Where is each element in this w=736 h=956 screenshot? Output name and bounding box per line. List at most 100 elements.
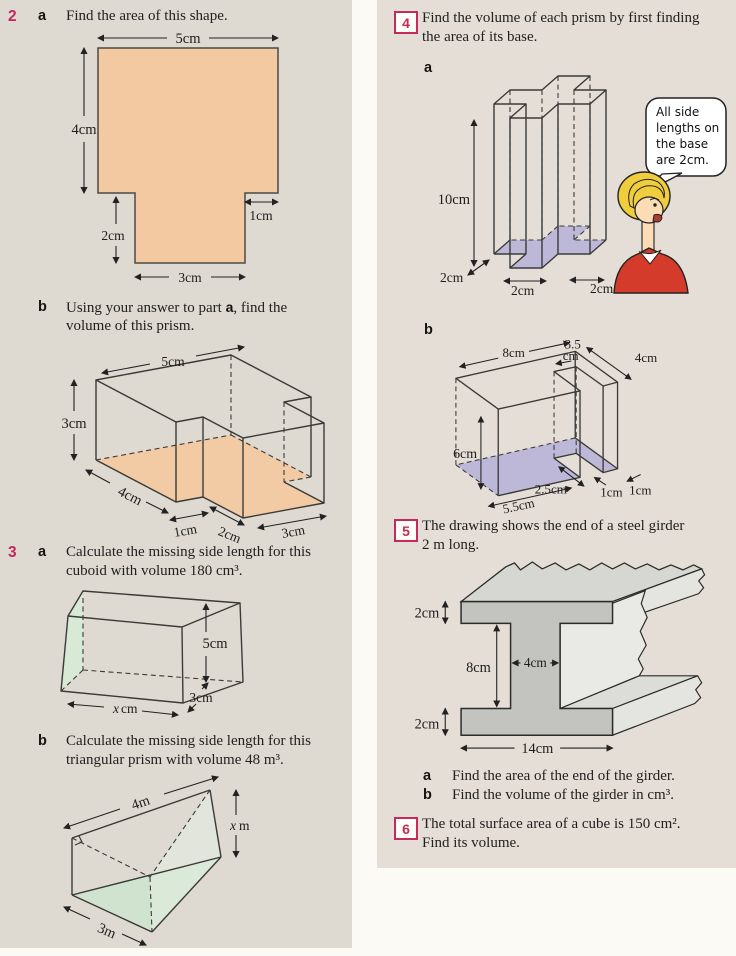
dim-5-top-flange: 2cm bbox=[415, 600, 449, 625]
question-4-text-line2: the area of its base. bbox=[422, 29, 538, 45]
woman-fringe bbox=[628, 178, 665, 209]
notched-top-face bbox=[455, 350, 619, 410]
question-2a-text: Find the area of this shape. bbox=[66, 8, 228, 24]
svg-text:2cm: 2cm bbox=[415, 605, 440, 621]
dim-4b-notch-width: 3.5 cm bbox=[554, 336, 581, 367]
bubble-line-4: are 2cm. bbox=[656, 153, 709, 167]
cartoon-woman bbox=[613, 171, 689, 294]
question-5a-text: Find the area of the end of the girder. bbox=[452, 768, 675, 784]
question-6-text-line2: Find its volume. bbox=[422, 835, 520, 851]
notched-base-shaded bbox=[455, 437, 618, 496]
svg-text:1cm: 1cm bbox=[249, 208, 273, 223]
dim-3a-height: 5cm bbox=[202, 602, 229, 684]
cuboid-edges bbox=[60, 590, 244, 704]
question-5-text-line1: The drawing shows the end of a steel gir… bbox=[422, 518, 685, 534]
dim-4b-one-inner: 1cm bbox=[593, 476, 623, 500]
svg-text:10cm: 10cm bbox=[438, 192, 471, 208]
question-6-text-line1: The total surface area of a cube is 150 … bbox=[422, 816, 681, 832]
svg-text:6cm: 6cm bbox=[453, 447, 477, 462]
diagram-2b-prism: 5cm 3cm 4cm 1cm 2cm 3cm bbox=[62, 344, 328, 546]
dim-3b-base: 3m bbox=[63, 906, 147, 946]
svg-text:x: x bbox=[112, 701, 119, 716]
svg-text:2cm: 2cm bbox=[101, 228, 125, 243]
t-shape-outline bbox=[97, 47, 279, 264]
question-4-text-line1: Find the volume of each prism by first f… bbox=[422, 10, 700, 26]
dim-4b-mid: 2.5cm bbox=[535, 466, 585, 497]
svg-text:2cm: 2cm bbox=[415, 716, 440, 732]
bubble-line-1: All side bbox=[656, 105, 699, 119]
question-5-number: 5 bbox=[402, 522, 410, 539]
prism-edges bbox=[71, 789, 222, 933]
svg-text:3cm: 3cm bbox=[178, 270, 202, 285]
diagram-3b-triangular-prism: 4m x m 3m bbox=[62, 775, 250, 946]
svg-text:1cm: 1cm bbox=[629, 483, 651, 498]
woman-eye bbox=[653, 203, 657, 207]
question-5-number-box: 5 bbox=[394, 519, 418, 542]
dim-4b-one-outer: 1cm bbox=[626, 474, 651, 498]
dim-2a-lower: 2cm bbox=[101, 195, 125, 265]
svg-text:4m: 4m bbox=[129, 792, 152, 813]
svg-text:2.5cm: 2.5cm bbox=[535, 482, 567, 497]
right-angle-mark bbox=[74, 835, 83, 846]
svg-text:5.5cm: 5.5cm bbox=[501, 495, 535, 516]
prism-base-shaded bbox=[96, 435, 324, 518]
q2b-text-1: Using your answer to part bbox=[66, 300, 226, 316]
prism-hidden-edges bbox=[95, 355, 312, 483]
q2b-text-bold-a: a bbox=[225, 299, 234, 315]
dim-3b-height: x m bbox=[229, 788, 250, 859]
dim-4a-d1: 2cm bbox=[440, 259, 490, 285]
question-3a-text-line1: Calculate the missing side length for th… bbox=[66, 544, 311, 560]
dim-2b-b3: 3cm bbox=[256, 513, 328, 541]
woman-mouth bbox=[652, 213, 663, 223]
girder-bottom-flange-side bbox=[611, 675, 703, 737]
question-4b-label: b bbox=[424, 322, 433, 338]
svg-text:14cm: 14cm bbox=[521, 741, 553, 757]
question-3a-text-line2: cuboid with volume 180 cm³. bbox=[66, 563, 243, 579]
question-4a-label: a bbox=[424, 60, 433, 76]
bubble-line-3: the base bbox=[656, 137, 708, 151]
prism-light-face bbox=[150, 790, 221, 932]
svg-text:3cm: 3cm bbox=[189, 690, 213, 705]
svg-text:cm: cm bbox=[121, 701, 138, 716]
notched-vertical-edges bbox=[497, 351, 619, 496]
cross-hidden-edges bbox=[509, 76, 606, 241]
dim-4a-height: 10cm bbox=[438, 118, 478, 268]
dim-4a-d3: 2cm bbox=[568, 276, 614, 296]
diagram-4a-cross-prism: 10cm 2cm 2cm 2cm All side lengths on the… bbox=[438, 75, 727, 298]
cuboid-hidden-edges bbox=[60, 598, 244, 692]
dim-2a-top: 5cm bbox=[96, 31, 280, 47]
question-3b-text-line1: Calculate the missing side length for th… bbox=[66, 733, 311, 749]
question-2a-label: a bbox=[38, 8, 47, 24]
question-4-number-box: 4 bbox=[394, 11, 418, 34]
q2b-text-2: , find the bbox=[233, 300, 288, 316]
prism-vertical-edges bbox=[95, 380, 325, 518]
svg-text:x: x bbox=[229, 818, 236, 833]
question-3b-label: b bbox=[38, 733, 47, 749]
dim-2a-left: 4cm bbox=[72, 46, 97, 195]
question-6-number-box: 6 bbox=[394, 817, 418, 840]
svg-text:8cm: 8cm bbox=[466, 660, 491, 676]
question-2b-text-line2: volume of this prism. bbox=[66, 318, 195, 334]
question-3-number: 3 bbox=[8, 544, 17, 561]
woman-collar bbox=[638, 249, 662, 265]
girder-top-face bbox=[459, 561, 704, 603]
dim-4a-d2: 2cm bbox=[502, 277, 548, 298]
svg-text:4cm: 4cm bbox=[635, 350, 657, 365]
dim-4b-depth: 4cm bbox=[585, 346, 657, 380]
svg-text:4cm: 4cm bbox=[524, 655, 548, 670]
dim-3b-length: 4m bbox=[62, 775, 220, 830]
girder-front-face bbox=[460, 600, 614, 736]
dim-4b-height: 6cm bbox=[453, 415, 485, 490]
diagram-5-girder: 2cm 8cm 4cm 2cm 14cm bbox=[415, 561, 706, 757]
dim-4b-top: 8cm bbox=[458, 340, 571, 369]
question-3b-text-line2: triangular prism with volume 48 m³. bbox=[66, 752, 284, 768]
svg-text:3.5: 3.5 bbox=[565, 336, 581, 351]
svg-text:5cm: 5cm bbox=[176, 31, 202, 47]
svg-text:5cm: 5cm bbox=[161, 354, 185, 369]
svg-text:5cm: 5cm bbox=[203, 636, 229, 652]
cross-base-front-edges bbox=[493, 239, 607, 269]
svg-text:cm: cm bbox=[563, 348, 579, 363]
dim-5-width: 14cm bbox=[460, 741, 614, 757]
question-6-number: 6 bbox=[402, 820, 410, 837]
svg-text:m: m bbox=[239, 818, 250, 833]
